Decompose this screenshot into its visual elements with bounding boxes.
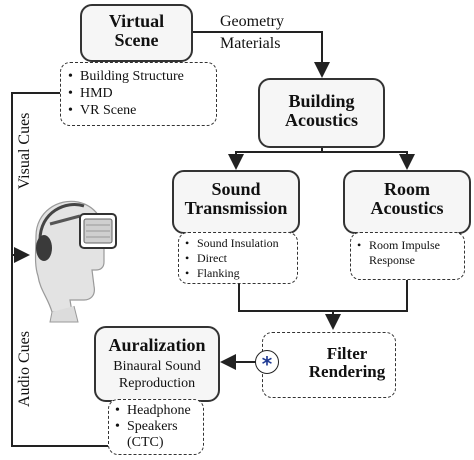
arrow-scene-to-building: [192, 31, 330, 78]
virtual-scene-item-hmd: HMD: [67, 85, 210, 102]
vr-headset-user-icon: [34, 200, 117, 323]
audio-cues-label: Audio Cues: [16, 331, 33, 407]
sound-transmission-item-insulation: Sound Insulation: [184, 236, 292, 251]
auralization-title: Auralization: [108, 335, 206, 355]
filter-rendering-title-line2: Rendering: [308, 362, 386, 382]
sound-transmission-box: Sound Transmission: [172, 170, 300, 234]
virtual-scene-title-line2: Scene: [114, 30, 159, 51]
materials-label: Materials: [220, 35, 281, 52]
virtual-scene-item-vr-scene: VR Scene: [67, 102, 210, 119]
room-acoustics-details: Room Impulse Response: [350, 232, 465, 280]
auralization-subtitle-line2: Reproduction: [118, 376, 196, 392]
auralization-item-speakers: Speakers (CTC): [114, 419, 199, 451]
room-acoustics-title-line1: Room: [384, 179, 430, 199]
sound-transmission-details: Sound Insulation Direct Flanking: [178, 232, 298, 284]
sound-transmission-item-direct: Direct: [184, 251, 292, 266]
filter-marker-circle: *: [255, 350, 279, 376]
line-transmission-to-merge: [238, 280, 408, 312]
room-acoustics-title-line2: Acoustics: [370, 198, 444, 219]
sound-transmission-title-line1: Sound: [211, 179, 261, 199]
room-acoustics-item-impulse-response: Room Impulse Response: [356, 238, 459, 268]
filter-rendering-box: Filter Rendering: [262, 332, 396, 398]
room-acoustics-box: Room Acoustics: [343, 170, 471, 234]
auralization-item-headphone: Headphone: [114, 403, 199, 419]
building-acoustics-title-line2: Acoustics: [285, 110, 358, 131]
arrow-building-to-room: [322, 151, 415, 170]
line-visual-cues: [11, 92, 60, 263]
sound-transmission-item-flanking: Flanking: [184, 266, 292, 281]
virtual-scene-title-line1: Virtual: [108, 11, 165, 31]
auralization-details: Headphone Speakers (CTC): [108, 399, 204, 455]
filter-rendering-title-line1: Filter: [326, 344, 368, 363]
auralization-subtitle-line1: Binaural Sound: [113, 359, 201, 375]
filter-marker-asterisk: *: [261, 352, 273, 376]
auralization-box: Auralization Binaural Sound Reproduction: [94, 326, 220, 402]
virtual-scene-details: Building Structure HMD VR Scene: [60, 62, 217, 126]
virtual-scene-box: Virtual Scene: [80, 4, 193, 62]
sound-transmission-title-line2: Transmission: [184, 198, 288, 219]
visual-cues-label: Visual Cues: [16, 112, 33, 190]
virtual-scene-item-building-structure: Building Structure: [67, 68, 210, 85]
arrow-building-to-transmission: [228, 148, 323, 170]
geometry-label: Geometry: [220, 13, 284, 30]
line-audio-cues: [11, 255, 108, 447]
building-acoustics-title-line1: Building: [288, 91, 355, 111]
building-acoustics-box: Building Acoustics: [258, 78, 385, 148]
